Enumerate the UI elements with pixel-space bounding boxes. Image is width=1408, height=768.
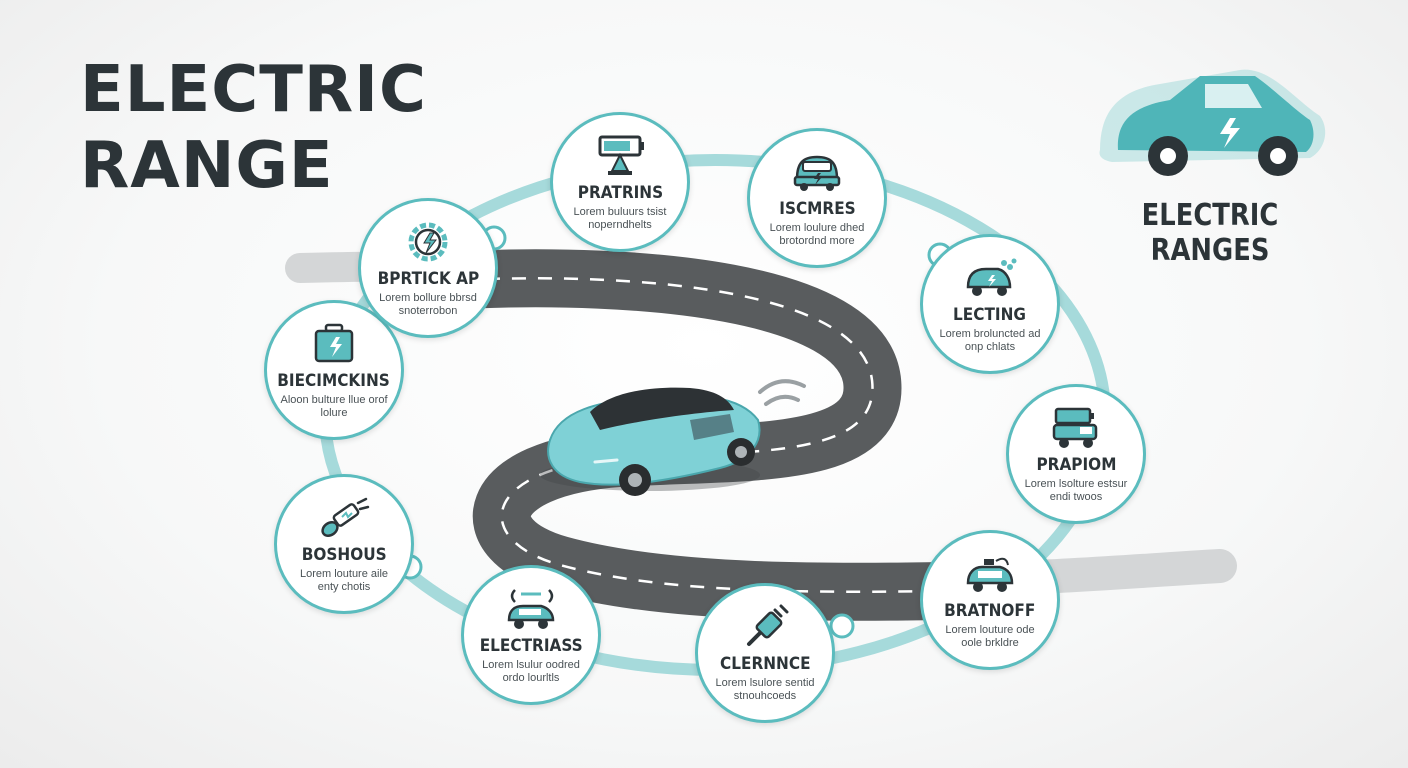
node-label: ELECTRIASS	[479, 635, 583, 656]
node-description: Lorem broluncted ad onp chlats	[939, 327, 1041, 353]
node-biecimckins: BIECIMCKINS Aloon bulture llue orof lolu…	[264, 300, 404, 440]
node-label: PRAPIOM	[1036, 454, 1116, 475]
battery-charger-icon	[598, 135, 644, 175]
node-description: Lorem loulure dhed brotordnd more	[769, 221, 865, 247]
node-pratrins: PRATRINS Lorem buluurs tsist noperndhelt…	[550, 112, 690, 252]
node-description: Lorem buluurs tsist noperndhelts	[573, 205, 667, 231]
battery-truck-icon	[1052, 407, 1098, 448]
node-prapiom: PRAPIOM Lorem lsolture estsur endi twoos	[1006, 384, 1146, 524]
node-description: Lorem louture ode oole brkldre	[945, 623, 1035, 649]
charging-plug-icon	[747, 604, 789, 646]
main-title-line1: ELECTRIC	[80, 53, 427, 127]
car-charging-icon	[966, 557, 1014, 592]
node-description: Lorem lsolture estsur endi twoos	[1024, 477, 1128, 503]
ev-car-icon	[793, 155, 841, 191]
node-label: BPRTICK AP	[377, 268, 479, 289]
node-clernnce: CLERNNCE Lorem lsulore sentid stnouhcoed…	[695, 583, 835, 723]
gear-bolt-icon	[408, 222, 448, 261]
battery-case-icon	[314, 323, 354, 362]
node-iscmres: ISCMRES Lorem loulure dhed brotordnd mor…	[747, 128, 887, 268]
node-bratnoff: BRATNOFF Lorem louture ode oole brkldre	[920, 530, 1060, 670]
node-boshous: BOSHOUS Lorem louture aile enty chotis	[274, 474, 414, 614]
node-label: CLERNNCE	[719, 653, 811, 674]
node-description: Aloon bulture llue orof lolure	[280, 393, 388, 419]
node-description: Lorem louture aile enty chotis	[299, 567, 389, 593]
node-label: PRATRINS	[577, 182, 663, 203]
ev-emissions-icon	[966, 258, 1017, 296]
node-label: ISCMRES	[778, 198, 856, 219]
main-title-line2: RANGE	[80, 129, 334, 203]
main-title: ELECTRIC RANGE	[80, 52, 427, 204]
node-description: Lorem lsulore sentid stnouhcoeds	[715, 676, 815, 702]
ring-dot	[829, 613, 855, 639]
node-bprtick-ap: BPRTICK AP Lorem bollure bbrsd snoterrob…	[358, 198, 498, 338]
signal-waves-icon	[758, 379, 806, 406]
node-electriass: ELECTRIASS Lorem lsulur oodred ordo lour…	[461, 565, 601, 705]
node-label: LECTING	[953, 304, 1027, 325]
node-label: BRATNOFF	[944, 600, 1036, 621]
node-label: BIECIMCKINS	[277, 370, 391, 391]
node-description: Lorem lsulur oodred ordo lourltls	[482, 658, 580, 684]
node-description: Lorem bollure bbrsd snoterrobon	[379, 291, 477, 317]
wireless-car-icon	[507, 588, 555, 629]
side-title: ELECTRIC RANGES	[1141, 198, 1279, 268]
node-lecting: LECTING Lorem broluncted ad onp chlats	[920, 234, 1060, 374]
connector-plug-icon	[321, 497, 370, 537]
electric-car-illustration	[540, 387, 761, 496]
node-label: BOSHOUS	[301, 544, 387, 565]
electric-car-logo-icon	[1099, 69, 1326, 176]
